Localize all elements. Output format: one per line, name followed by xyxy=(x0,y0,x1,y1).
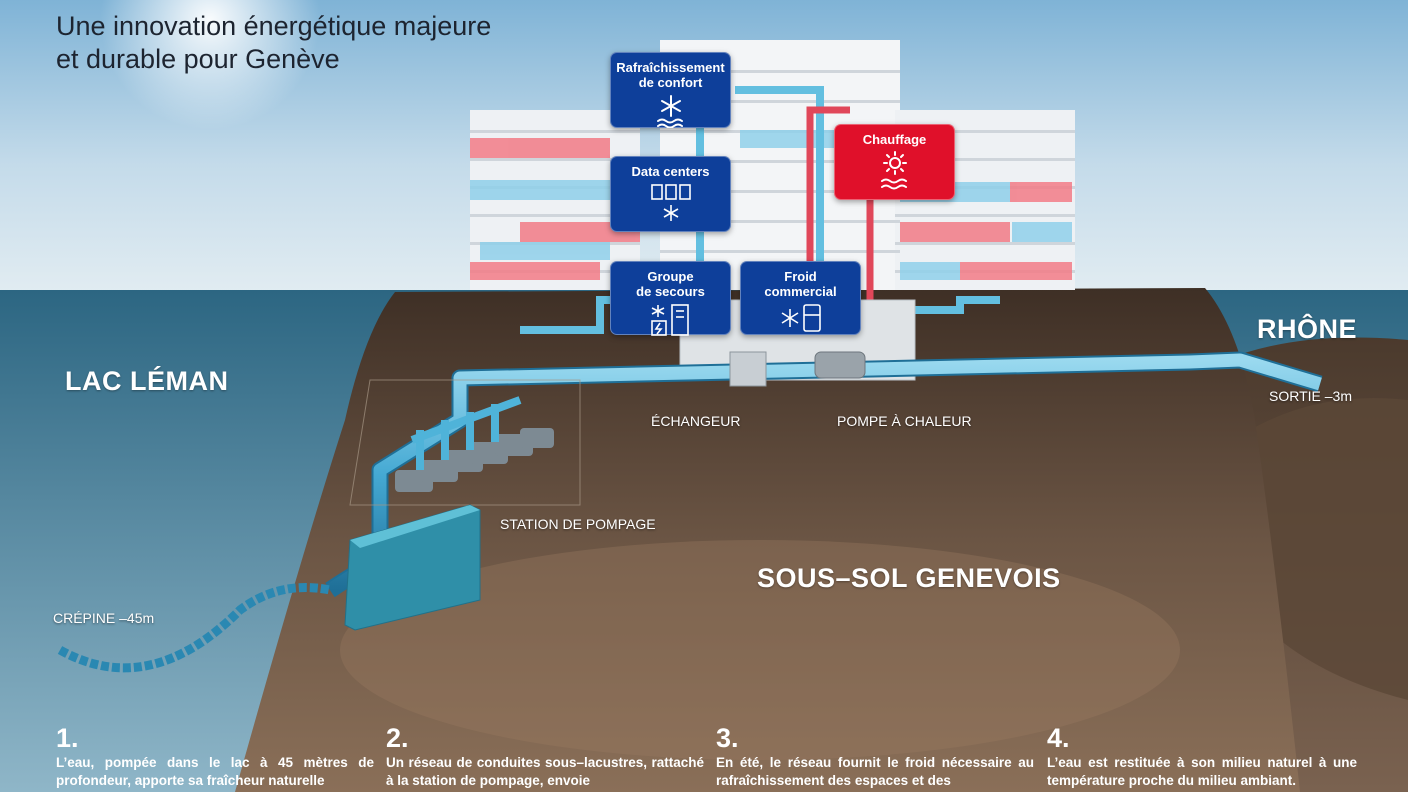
step-number: 3. xyxy=(716,723,739,753)
service-label: Froid xyxy=(784,269,817,284)
step-number: 1. xyxy=(56,723,79,753)
step-2: 2. Un réseau de conduites sous–lacustres… xyxy=(386,722,704,790)
outlet-label: SORTIE –3m xyxy=(1269,388,1352,404)
service-backup-generator: Groupe de secours xyxy=(610,261,731,336)
intake-label: CRÉPINE –45m xyxy=(53,610,155,626)
service-label: Groupe xyxy=(647,269,694,284)
service-label: Data centers xyxy=(631,164,710,179)
service-comfort-cooling: Rafraîchissement de confort xyxy=(610,52,731,128)
heat-pump-device xyxy=(814,351,866,379)
step-text: Un réseau de conduites sous–lacustres, r… xyxy=(386,755,704,788)
exchanger-label: ÉCHANGEUR xyxy=(651,413,741,429)
service-label: de confort xyxy=(638,75,703,90)
title: Une innovation énergétique majeure et du… xyxy=(56,10,491,76)
service-heating: Chauffage xyxy=(834,124,955,200)
river-label: RHÔNE xyxy=(1257,314,1358,344)
service-data-centers: Data centers xyxy=(610,156,731,232)
step-text: En été, le réseau fournit le froid néces… xyxy=(716,755,1034,788)
fridge-snowflake-icon xyxy=(781,304,821,332)
title-line-2: et durable pour Genève xyxy=(56,44,340,74)
underground-label: SOUS–SOL GENEVOIS xyxy=(757,563,1061,593)
pumping-station-label: STATION DE POMPAGE xyxy=(500,516,656,532)
service-label: commercial xyxy=(764,284,837,299)
river-bank-layer xyxy=(1250,398,1408,700)
step-text: L’eau est restituée à son milieu naturel… xyxy=(1047,755,1357,788)
heat-pump-label: POMPE À CHALEUR xyxy=(837,413,972,429)
snowflake-waves-icon xyxy=(656,95,683,128)
backup-generator-icon xyxy=(650,304,689,336)
step-number: 4. xyxy=(1047,723,1070,753)
soil-highlight xyxy=(340,540,1180,760)
step-text: L’eau, pompée dans le lac à 45 mètres de… xyxy=(56,755,374,788)
step-number: 2. xyxy=(386,723,409,753)
service-label: de secours xyxy=(636,284,705,299)
step-4: 4. L’eau est restituée à son milieu natu… xyxy=(1047,722,1357,790)
sun-glare xyxy=(100,0,320,130)
underground-soil xyxy=(235,288,1300,792)
step-1: 1. L’eau, pompée dans le lac à 45 mètres… xyxy=(56,722,374,790)
service-label: Rafraîchissement xyxy=(616,60,725,75)
title-line-1: Une innovation énergétique majeure xyxy=(56,11,492,41)
exchanger-device xyxy=(729,351,767,387)
lake-label: LAC LÉMAN xyxy=(65,366,229,396)
sun-waves-icon xyxy=(880,151,907,190)
servers-snowflake-icon xyxy=(650,184,691,221)
service-label: Chauffage xyxy=(862,132,927,147)
service-commercial-cold: Froid commercial xyxy=(740,261,861,335)
step-3: 3. En été, le réseau fournit le froid né… xyxy=(716,722,1034,790)
pumping-station-building xyxy=(344,379,581,631)
